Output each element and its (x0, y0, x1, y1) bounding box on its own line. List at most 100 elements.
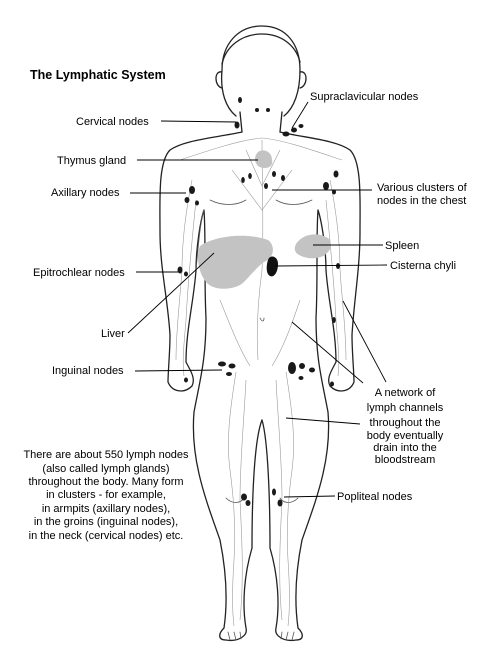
chest-line-left (209, 199, 247, 205)
chest-node (264, 183, 268, 189)
vessel-left-leg (228, 371, 237, 627)
label-thymus-gland: Thymus gland (57, 155, 126, 167)
note-line-6: in the groins (inguinal nodes), (34, 516, 178, 528)
leader-cisterna (275, 264, 388, 267)
note-line-1: There are about 550 lymph nodes (23, 449, 189, 461)
vessel-right-leg-2 (275, 379, 283, 621)
chest-line-right (275, 199, 313, 205)
label-network-line-1: A network of (375, 387, 436, 399)
cervical-node (234, 121, 240, 129)
lymph-vessels (175, 137, 347, 627)
inguinal-node (309, 367, 315, 373)
label-various-clusters-2: nodes in the chest (377, 195, 466, 207)
cisterna-chyli (266, 256, 278, 277)
leader-supraclavicular (291, 101, 309, 129)
label-network-line-4: body eventually (367, 430, 444, 442)
spleen (294, 234, 331, 259)
inguinal-node (299, 363, 305, 369)
right-ear (299, 71, 307, 89)
supraclavicular-node (291, 127, 297, 133)
axillary-node (195, 200, 199, 206)
right-side-outline (261, 131, 361, 642)
label-supraclavicular-nodes: Supraclavicular nodes (310, 91, 419, 103)
leader-network-c (285, 417, 361, 425)
label-axillary-nodes: Axillary nodes (51, 187, 120, 199)
vessel-right-leg (285, 371, 294, 627)
liver (198, 235, 273, 289)
left-ear (215, 71, 223, 89)
supraclavicular-node (298, 124, 304, 128)
label-popliteal-nodes: Popliteal nodes (337, 491, 413, 503)
chest-node (248, 173, 252, 179)
leader-network-a (291, 321, 364, 384)
vessel-right-arm (329, 179, 347, 361)
vessel-shoulders (179, 137, 343, 161)
popliteal-node (241, 493, 247, 501)
cervical-node (238, 97, 242, 103)
thymus-gland (255, 150, 273, 168)
epitrochlear-node (184, 271, 188, 277)
chest-node (272, 171, 276, 177)
hand-node (184, 377, 188, 383)
inguinal-node (228, 363, 236, 369)
cervical-node (266, 108, 270, 112)
organs (198, 150, 331, 289)
vessel-trunk (219, 269, 301, 367)
neck-right (279, 111, 283, 133)
leader-popliteal (283, 495, 336, 498)
leader-lines (127, 101, 388, 498)
note-line-4: in clusters - for example, (46, 489, 166, 501)
epitrochlear-node (177, 266, 183, 274)
label-cisterna-chyli: Cisterna chyli (390, 260, 456, 272)
axillary-node (189, 186, 195, 194)
body-figure (159, 25, 361, 642)
popliteal-node (277, 499, 283, 507)
hand-node (330, 381, 334, 387)
labels: The Lymphatic System Cervical nodes Supr… (23, 68, 467, 542)
neck-left (239, 111, 243, 133)
inguinal-node (226, 372, 232, 376)
arm-node (332, 317, 336, 323)
navel (259, 317, 265, 322)
label-network-line-6: bloodstream (375, 454, 436, 466)
label-epitrochlear-nodes: Epitrochlear nodes (33, 267, 125, 279)
label-inguinal-nodes: Inguinal nodes (52, 365, 124, 377)
right-knee-line (279, 497, 299, 503)
hair-line (221, 33, 301, 65)
label-network-line-5: drain into the (373, 442, 437, 454)
vessel-right-arm-2 (325, 199, 340, 377)
head-outline (220, 25, 301, 117)
label-network-line-3: throughout the (370, 417, 441, 429)
leader-liver (127, 252, 215, 334)
chest-node (241, 177, 245, 183)
left-toes (227, 631, 242, 641)
label-spleen: Spleen (385, 240, 419, 252)
axillary-node (333, 170, 339, 178)
label-various-clusters-1: Various clusters of (377, 182, 468, 194)
axillary-node (323, 182, 329, 190)
note-line-7: in the neck (cervical nodes) etc. (29, 530, 184, 542)
popliteal-node (245, 500, 251, 506)
vessel-left-arm-2 (182, 199, 197, 377)
axillary-node (184, 197, 190, 203)
left-side-outline (159, 131, 263, 642)
leader-network-b (342, 300, 387, 383)
leader-inguinal (134, 369, 223, 372)
note-line-3: throughout the body. Many form (28, 476, 183, 488)
axillary-node (332, 189, 336, 195)
lymph-nodes (177, 97, 340, 507)
leader-cervical (160, 120, 237, 123)
supraclavicular-node (282, 131, 290, 137)
inguinal-node (298, 376, 304, 380)
note-line-2: (also called lymph glands) (42, 463, 169, 475)
cervical-node (255, 108, 259, 112)
vessel-left-leg-2 (239, 379, 247, 621)
diagram-title: The Lymphatic System (30, 68, 166, 82)
popliteal-node (272, 488, 276, 496)
epitrochlear-node (336, 263, 340, 269)
left-knee-line (225, 497, 245, 503)
label-cervical-nodes: Cervical nodes (76, 116, 149, 128)
label-liver: Liver (101, 328, 125, 340)
